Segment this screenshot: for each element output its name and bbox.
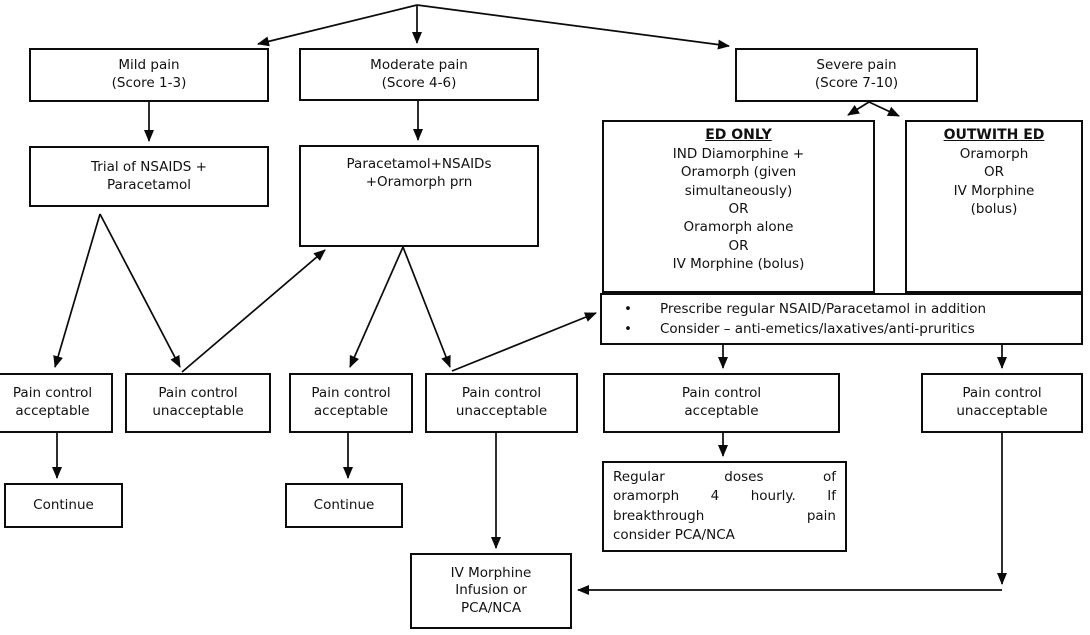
moderate-pain-label: Moderate pain (Score 4-6) xyxy=(370,56,468,91)
mild-pain-label: Mild pain (Score 1-3) xyxy=(111,57,187,91)
pain-unacceptable-moderate-label: Pain control unacceptable xyxy=(455,385,548,419)
paracetamol-nsaids-label: Paracetamol+NSAIDs +Oramorph prn xyxy=(346,156,492,190)
mild-pain-box: Mild pain (Score 1-3) xyxy=(29,48,269,102)
ed-only-body: IND Diamorphine + Oramorph (given simult… xyxy=(672,145,805,273)
arrow-severe-to-ed-only xyxy=(847,101,870,116)
adjunct-notes-box: Prescribe regular NSAID/Paracetamol in a… xyxy=(600,293,1083,345)
adjunct-notes-list: Prescribe regular NSAID/Paracetamol in a… xyxy=(602,299,986,340)
pain-unacceptable-mild-label: Pain control unacceptable xyxy=(152,385,244,419)
severe-pain-label: Severe pain (Score 7-10) xyxy=(814,57,899,91)
pain-unacceptable-moderate-box: Pain control unacceptable xyxy=(425,373,578,433)
regular-doses-line: consider PCA/NCA xyxy=(613,526,735,543)
pain-unacceptable-severe-box: Pain control unacceptable xyxy=(921,373,1083,433)
arrow-root-to-severe xyxy=(416,4,730,50)
continue-mild-box: Continue xyxy=(4,483,123,528)
pain-unacceptable-mild-box: Pain control unacceptable xyxy=(125,373,271,433)
continue-moderate-label: Continue xyxy=(313,496,375,513)
regular-doses-box: Regular doses of oramorph 4 hourly. If b… xyxy=(602,461,847,552)
pain-unacceptable-severe-label: Pain control unacceptable xyxy=(956,385,1048,419)
nsaids-trial-label: Trial of NSAIDS + Paracetamol xyxy=(91,158,207,193)
arrow-nsaids-to-acceptable xyxy=(53,213,101,368)
pain-acceptable-moderate-box: Pain control acceptable xyxy=(289,373,413,433)
regular-doses-line: breakthrough pain xyxy=(613,507,836,524)
outwith-ed-body: Oramorph OR IV Morphine (bolus) xyxy=(953,145,1035,217)
arrow-moderate-unacceptable-to-adjuncts xyxy=(451,312,597,372)
outwith-ed-box: OUTWITH ED Oramorph OR IV Morphine (bolu… xyxy=(905,120,1083,293)
pain-acceptable-moderate-label: Pain control acceptable xyxy=(311,385,391,419)
adjunct-note-text: Consider – anti-emetics/laxatives/anti-p… xyxy=(660,321,975,337)
iv-morphine-infusion-label: IV Morphine Infusion or PCA/NCA xyxy=(450,564,532,616)
adjunct-note-item: Prescribe regular NSAID/Paracetamol in a… xyxy=(624,299,986,319)
pain-acceptable-mild-label: Pain control acceptable xyxy=(12,385,93,419)
arrow-paracetamol-to-acceptable xyxy=(349,246,404,368)
arrow-severe-to-outwith-ed xyxy=(868,101,900,117)
iv-morphine-infusion-box: IV Morphine Infusion or PCA/NCA xyxy=(410,553,572,629)
nsaids-trial-box: Trial of NSAIDS + Paracetamol xyxy=(29,146,269,207)
arrow-nsaids-to-unacceptable xyxy=(99,213,181,368)
paracetamol-nsaids-box: Paracetamol+NSAIDs +Oramorph prn xyxy=(299,145,539,247)
ed-only-heading: ED ONLY xyxy=(705,127,772,143)
arrow-paracetamol-to-unacceptable xyxy=(402,246,451,368)
adjunct-note-item: Consider – anti-emetics/laxatives/anti-p… xyxy=(624,319,986,339)
continue-mild-label: Continue xyxy=(33,496,94,513)
outwith-ed-heading: OUTWITH ED xyxy=(943,127,1045,143)
regular-doses-line: Regular doses of xyxy=(613,469,836,486)
adjunct-note-text: Prescribe regular NSAID/Paracetamol in a… xyxy=(660,300,987,317)
ed-only-box: ED ONLY IND Diamorphine + Oramorph (give… xyxy=(602,120,875,293)
arrow-mild-unacceptable-to-paracetamol xyxy=(181,249,326,373)
regular-doses-line: oramorph 4 hourly. If xyxy=(613,488,836,505)
arrow-root-to-mild xyxy=(257,4,418,47)
pain-acceptable-severe-box: Pain control acceptable xyxy=(603,373,840,433)
pain-acceptable-severe-label: Pain control acceptable xyxy=(681,385,762,419)
pain-acceptable-mild-box: Pain control acceptable xyxy=(0,373,113,433)
continue-moderate-box: Continue xyxy=(285,483,403,528)
severe-pain-box: Severe pain (Score 7-10) xyxy=(735,48,978,102)
moderate-pain-box: Moderate pain (Score 4-6) xyxy=(299,48,539,101)
